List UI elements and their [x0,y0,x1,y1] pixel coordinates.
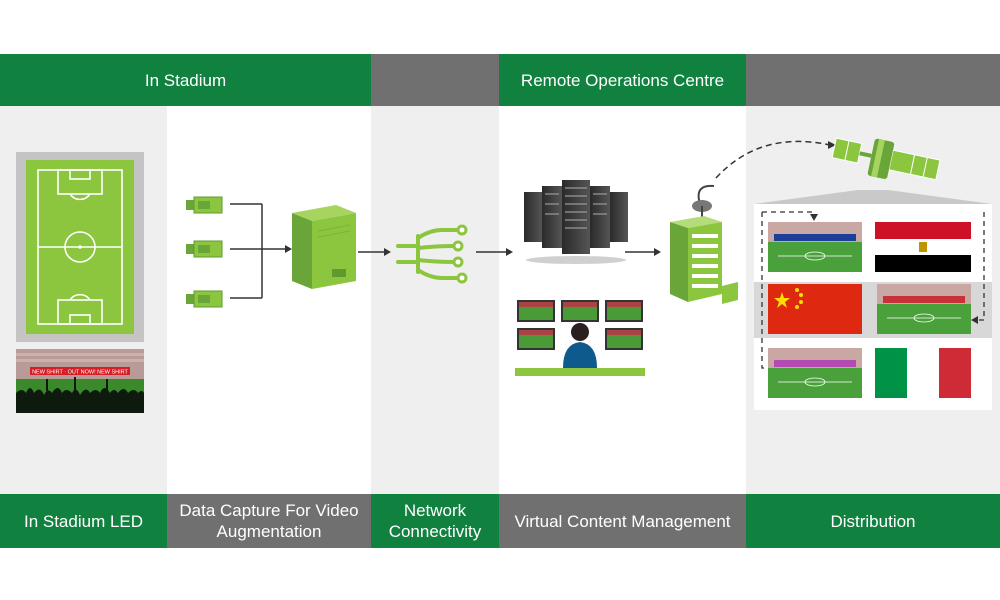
header-distribution-spacer [746,54,1000,106]
football-pitch-icon [16,152,144,342]
camera-icon [186,196,223,214]
egypt-flag-icon [875,222,971,272]
network-hub-icon [396,224,468,284]
network-column [371,106,499,494]
header-network-spacer [371,54,499,106]
stadium-crowd-icon: NEW SHIRT · OUT NOW! NEW SHIRT [16,349,144,413]
broadcast-thumbnail [768,348,862,398]
footer-distribution: Distribution [746,494,1000,548]
footer-data-capture: Data Capture For Video Augmentation [167,494,371,548]
led-banner-text: NEW SHIRT · OUT NOW! NEW SHIRT [32,370,128,376]
footer-stadium-led: In Stadium LED [0,494,167,548]
footer-virtual-content: Virtual Content Management [499,494,746,548]
satellite-icon [831,137,941,181]
broadcast-building-icon [670,184,738,304]
operator-monitors-icon [515,300,645,376]
broadcast-thumbnail [877,284,971,334]
header-remote-operations: Remote Operations Centre [499,54,746,106]
server-rack-icon [524,180,628,264]
camera-icon [186,290,223,308]
china-flag-icon [768,284,862,334]
footer-network: Network Connectivity [371,494,499,548]
server-icon [292,205,356,289]
italy-flag-icon [875,348,971,398]
camera-icon [186,240,223,258]
header-in-stadium: In Stadium [0,54,371,106]
broadcast-thumbnail [768,222,862,272]
